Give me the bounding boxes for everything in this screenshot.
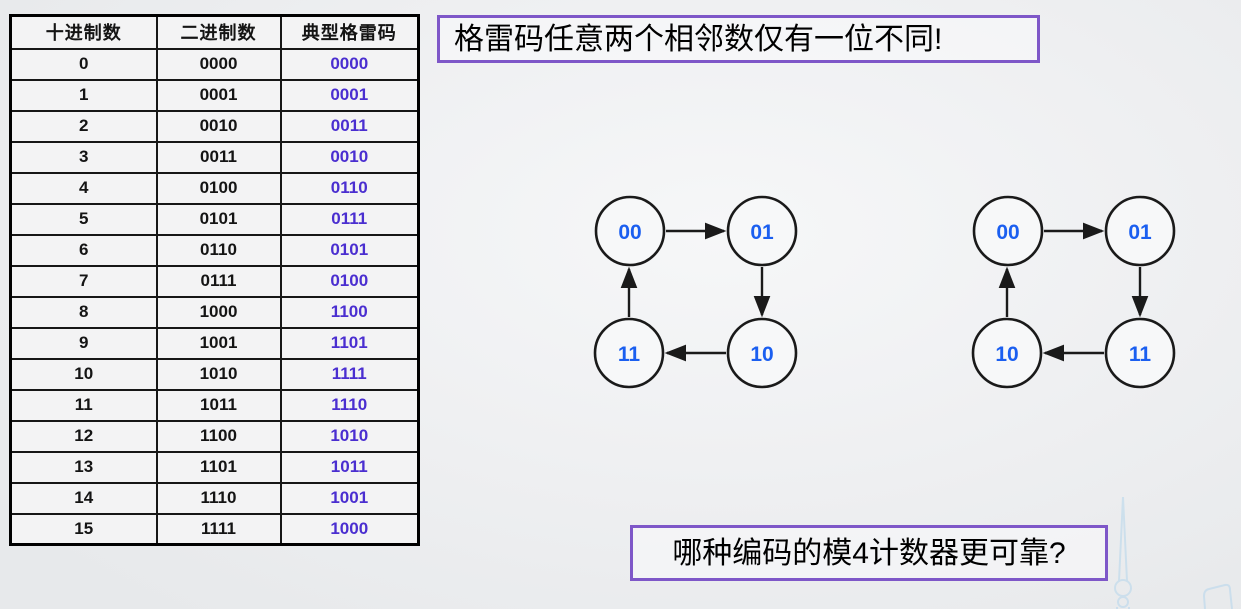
decimal-cell: 4 [9, 171, 158, 205]
gray-code-cell: 1010 [279, 419, 420, 453]
decimal-cell: 5 [9, 202, 158, 236]
binary-cell: 0000 [155, 47, 282, 81]
binary-cell: 0101 [155, 202, 282, 236]
gray-code-cell: 0111 [279, 202, 420, 236]
state-diagram-gray-counter: 00 01 10 11 [971, 195, 1176, 389]
decimal-cell: 12 [9, 419, 158, 453]
tower-sphere-small [1117, 596, 1129, 608]
header-row: 十进制数 二进制数 典型格雷码 [9, 14, 420, 50]
decimal-cell: 3 [9, 140, 158, 174]
decimal-cell: 6 [9, 233, 158, 267]
gray-code-cell: 1001 [279, 481, 420, 515]
state-label: 00 [996, 221, 1019, 244]
binary-cell: 0100 [155, 171, 282, 205]
gray-code-table: 十进制数 二进制数 典型格雷码 0 0000 0000 1 0001 0001 … [9, 14, 420, 546]
decimal-cell: 9 [9, 326, 158, 360]
binary-cell: 0110 [155, 233, 282, 267]
binary-cell: 1000 [155, 295, 282, 329]
table-row: 2 0010 0011 [9, 109, 420, 143]
state-label: 00 [618, 221, 641, 244]
gray-code-cell: 1110 [279, 388, 420, 422]
decimal-cell: 15 [9, 512, 158, 546]
gray-code-cell: 0101 [279, 233, 420, 267]
binary-cell: 1011 [155, 388, 282, 422]
binary-cell: 1101 [155, 450, 282, 484]
binary-cell: 0010 [155, 109, 282, 143]
table-row: 14 1110 1001 [9, 481, 420, 515]
decimal-cell: 13 [9, 450, 158, 484]
binary-cell: 1100 [155, 419, 282, 453]
table-row: 13 1101 1011 [9, 450, 420, 484]
gray-code-cell: 1111 [279, 357, 420, 391]
state-node-circle [726, 317, 798, 389]
tower-sphere-large [1114, 579, 1132, 597]
table-row: 0 0000 0000 [9, 47, 420, 81]
state-label: 01 [1128, 221, 1152, 244]
decimal-cell: 8 [9, 295, 158, 329]
binary-cell: 1001 [155, 326, 282, 360]
table-row: 11 1011 1110 [9, 388, 420, 422]
gray-code-cell: 0001 [279, 78, 420, 112]
decimal-cell: 7 [9, 264, 158, 298]
gray-code-cell: 0110 [279, 171, 420, 205]
state-label: 01 [750, 221, 774, 244]
state-node-circle [594, 195, 666, 267]
table-row: 12 1100 1010 [9, 419, 420, 453]
state-node-circle [972, 195, 1044, 267]
gray-code-cell: 1000 [279, 512, 420, 546]
state-node-circle [1104, 317, 1176, 389]
gray-code-cell: 1100 [279, 295, 420, 329]
table-row: 8 1000 1100 [9, 295, 420, 329]
gray-code-cell: 0010 [279, 140, 420, 174]
state-label: 10 [995, 343, 1018, 366]
gray-code-property-note: 格雷码任意两个相邻数仅有一位不同! [437, 15, 1040, 63]
building-outline [1202, 583, 1233, 609]
state-diagram-binary-counter: 00 01 11 10 [593, 195, 798, 389]
state-label: 11 [618, 343, 641, 366]
state-node-circle [726, 195, 798, 267]
table-row: 7 0111 0100 [9, 264, 420, 298]
table-row: 1 0001 0001 [9, 78, 420, 112]
gray-code-table-body: 0 0000 0000 1 0001 0001 2 0010 0011 3 00… [9, 47, 420, 546]
col-header-gray-code: 典型格雷码 [279, 14, 420, 50]
table-row: 15 1111 1000 [9, 512, 420, 546]
table-row: 5 0101 0111 [9, 202, 420, 236]
table-row: 9 1001 1101 [9, 326, 420, 360]
question-note: 哪种编码的模4计数器更可靠? [630, 525, 1108, 581]
table-row: 10 1010 1111 [9, 357, 420, 391]
decimal-cell: 1 [9, 78, 158, 112]
decimal-cell: 10 [9, 357, 158, 391]
decimal-cell: 2 [9, 109, 158, 143]
table-row: 4 0100 0110 [9, 171, 420, 205]
state-node-circle [593, 317, 665, 389]
state-label: 10 [750, 343, 773, 366]
state-label: 11 [1129, 343, 1152, 366]
gray-code-cell: 0100 [279, 264, 420, 298]
table-row: 6 0110 0101 [9, 233, 420, 267]
col-header-binary: 二进制数 [155, 14, 282, 50]
state-node-circle [971, 317, 1043, 389]
decimal-cell: 0 [9, 47, 158, 81]
binary-cell: 0111 [155, 264, 282, 298]
table-row: 3 0011 0010 [9, 140, 420, 174]
gray-code-cell: 1101 [279, 326, 420, 360]
decimal-cell: 11 [9, 388, 158, 422]
col-header-decimal: 十进制数 [9, 14, 158, 50]
tower-spire [1118, 496, 1128, 582]
gray-code-cell: 1011 [279, 450, 420, 484]
gray-code-cell: 0011 [279, 109, 420, 143]
binary-cell: 1010 [155, 357, 282, 391]
binary-cell: 0011 [155, 140, 282, 174]
decimal-cell: 14 [9, 481, 158, 515]
binary-cell: 1110 [155, 481, 282, 515]
gray-code-table-header: 十进制数 二进制数 典型格雷码 [9, 14, 420, 50]
state-node-circle [1104, 195, 1176, 267]
binary-cell: 0001 [155, 78, 282, 112]
binary-cell: 1111 [155, 512, 282, 546]
gray-code-cell: 0000 [279, 47, 420, 81]
